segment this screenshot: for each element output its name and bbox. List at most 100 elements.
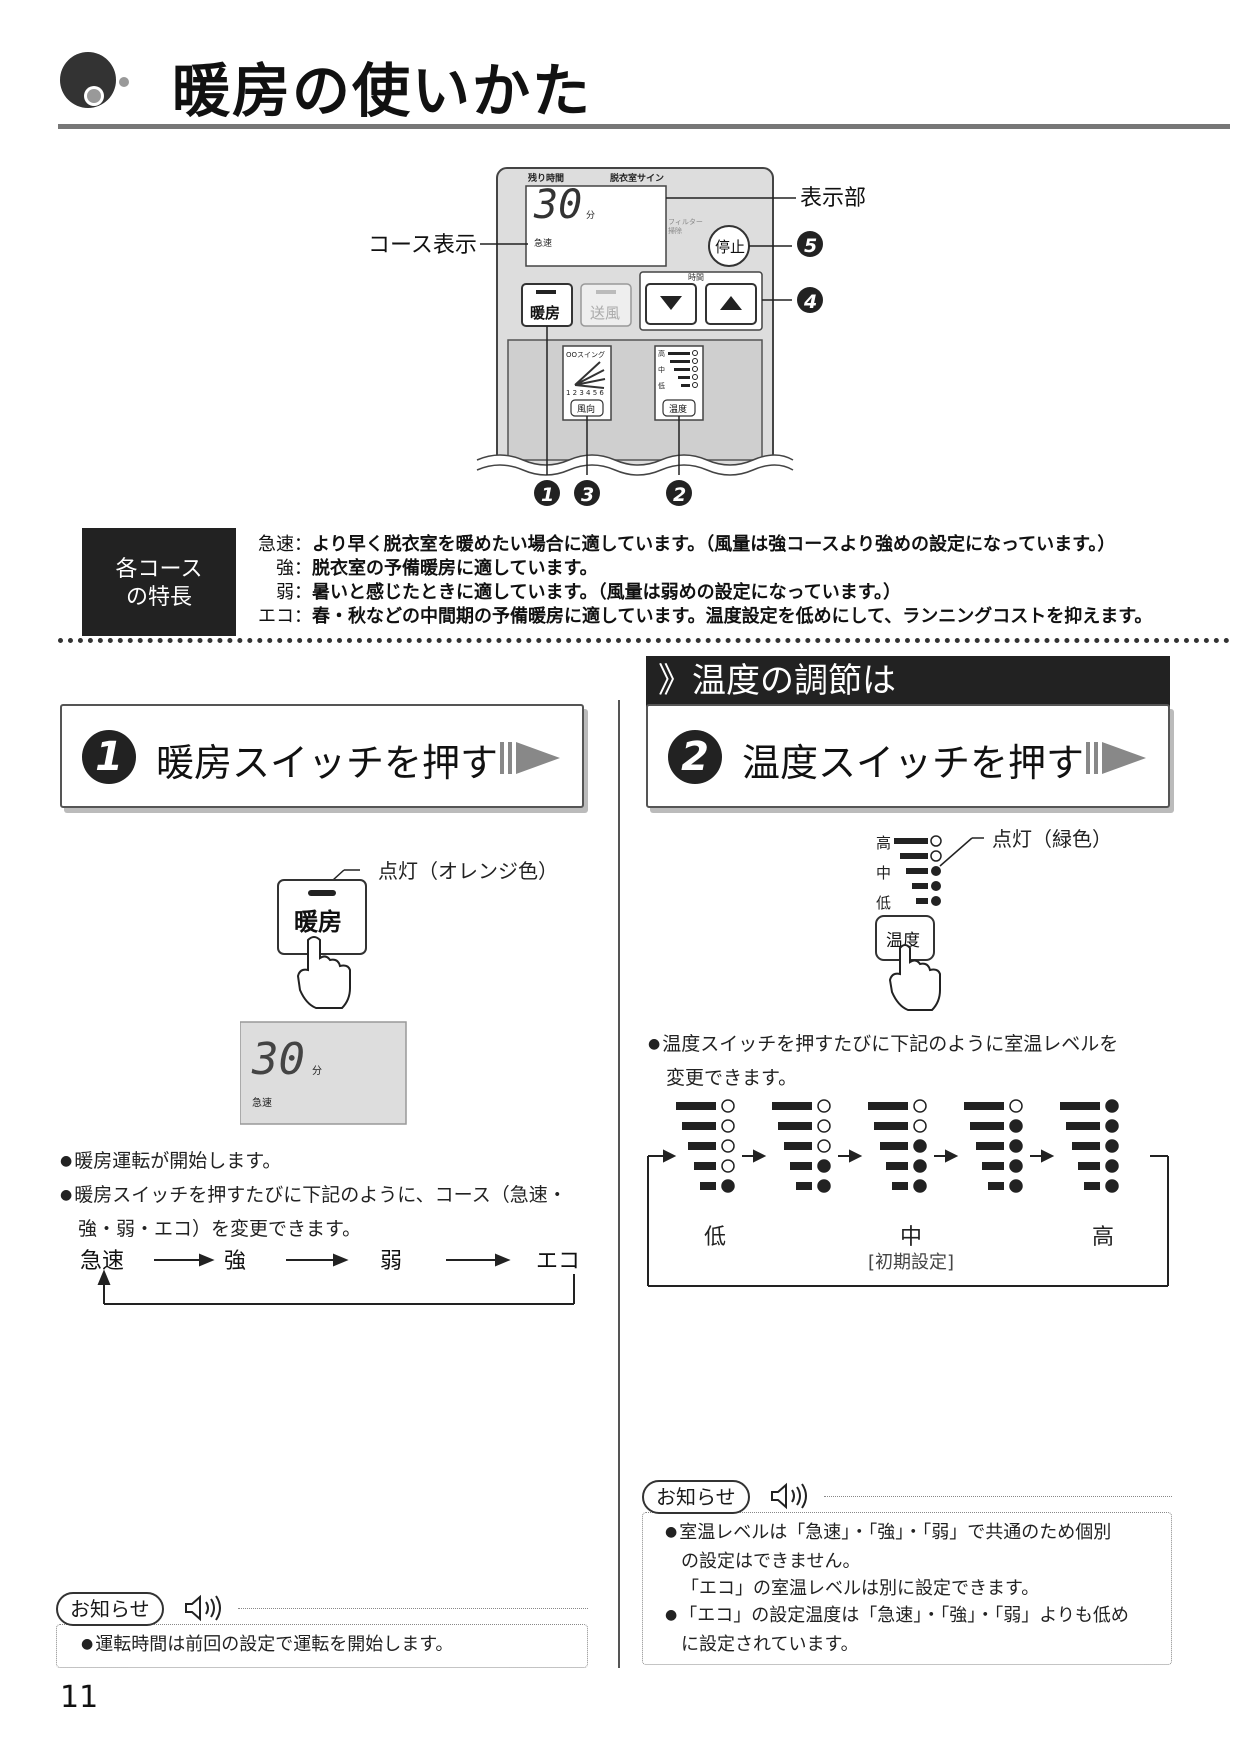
remote-heat-button[interactable]: 暖房 (530, 304, 560, 322)
svg-text:4: 4 (803, 291, 817, 313)
step2-bullet-cont: 変更できます。 (666, 1067, 798, 1089)
down-arrow-icon (660, 296, 682, 310)
level-bar (688, 1142, 716, 1150)
step1-heat-button[interactable]: 暖房 (294, 908, 342, 936)
page-title: 暖房の使いかた (172, 57, 593, 125)
level-lamp-off (721, 1119, 735, 1133)
remote-stop-button[interactable]: 停止 (715, 238, 745, 256)
level-bar (772, 1102, 812, 1110)
level-lamp-off (721, 1159, 735, 1173)
step1-number: 1 (82, 730, 136, 784)
course-line: 急速：より早く脱衣室を暖めたい場合に適しています。（風量は強コースより強めの設定… (258, 534, 1116, 555)
remote-level-high: 高 (658, 349, 665, 358)
info-right-line: 「エコ」の室温レベルは別に設定できます。 (681, 1578, 1040, 1599)
course-line: エコ：春・秋などの中間期の予備暖房に適しています。温度設定を低めにして、ランニン… (258, 606, 1153, 627)
level-bar (1084, 1182, 1100, 1190)
hand-press-icon (888, 944, 941, 1011)
course-descriptions: 急速：より早く脱衣室を暖めたい場合に適しています。（風量は強コースより強めの設定… (252, 533, 1152, 629)
level-bar (682, 1122, 716, 1130)
level-lamp-off (721, 1139, 735, 1153)
step2-temp-button[interactable]: 温度 (886, 931, 920, 951)
level-lamp-on (1105, 1119, 1119, 1133)
step2-number: 2 (668, 730, 722, 784)
course-box-line1: 各コース (115, 557, 203, 582)
level-lamp-on (913, 1159, 927, 1173)
level-bar (964, 1102, 1004, 1110)
level-bar (790, 1162, 812, 1170)
level-bar (676, 1102, 716, 1110)
remote-diagram: 残り時間 脱衣室サイン 30 分 急速 フィルター 掃除 停止 暖房 送風 時間… (368, 167, 866, 520)
level-lamp-off (913, 1099, 927, 1113)
step1-display-course: 急速 (252, 1096, 272, 1109)
level-bar (778, 1122, 812, 1130)
step2-level-mid: 中 (876, 864, 891, 882)
level-bar (700, 1182, 716, 1190)
hand-press-icon (296, 936, 351, 1009)
dotted-divider (58, 638, 1230, 643)
info-right-line: 「エコ」の設定温度は「急速」・「強」・「弱」よりも低め (665, 1602, 1157, 1631)
level-lamp-on (1009, 1139, 1023, 1153)
cycle-item: 急速 (80, 1249, 124, 1274)
callout-display: 表示部 (800, 186, 866, 211)
course-box-line2: の特長 (125, 585, 192, 610)
level-bar (694, 1162, 716, 1170)
next-arrow-icon (1086, 742, 1146, 774)
level-lamp-off (817, 1119, 831, 1133)
remote-sign-label: 脱衣室サイン (610, 172, 664, 184)
remote-temp-button[interactable]: 温度 (669, 403, 687, 415)
info-right-line: 室温レベルは「急速」・「強」・「弱」で共通のため個別 (665, 1519, 1157, 1548)
level-bar (976, 1142, 1004, 1150)
remote-remaining-label: 残り時間 (528, 172, 564, 184)
svg-text:5: 5 (804, 235, 817, 257)
level-bar (886, 1162, 908, 1170)
step2-title: 温度スイッチを押す (742, 741, 1085, 785)
svg-text:2: 2 (673, 484, 686, 506)
info-right-line: に設定されています。 (681, 1634, 859, 1655)
remote-wind-dir-button[interactable]: 風向 (577, 403, 595, 415)
temperature-section-header: 》温度の調節は (646, 656, 1170, 708)
level-lamp-on (1105, 1159, 1119, 1173)
speaker-icon (185, 1594, 221, 1622)
step2-level-low: 低 (876, 894, 891, 912)
info-badge: お知らせ (56, 1592, 164, 1626)
scale-low: 低 (704, 1225, 726, 1250)
remote-fan-button[interactable]: 送風 (590, 304, 620, 322)
step1-display-digits: 30 (251, 1034, 305, 1085)
step2-description: 温度スイッチを押すたびに下記のように室温レベルを 変更できます。 (648, 1028, 1188, 1094)
scale-default: [初期設定] (868, 1252, 954, 1273)
step1-bullet: 暖房スイッチを押すたびに下記のように、コース（急速・ (60, 1179, 600, 1213)
svg-text:1: 1 (541, 484, 554, 506)
remote-display-unit: 分 (586, 210, 595, 221)
level-bar (796, 1182, 812, 1190)
step2-box: 2 温度スイッチを押す (646, 704, 1170, 808)
step1-bullet: 暖房運転が開始します。 (60, 1145, 600, 1179)
remote-time-label: 時間 (688, 273, 704, 282)
step2-level-high: 高 (876, 834, 891, 852)
course-features-box: 各コース の特長 (82, 528, 236, 636)
info-left-text: 運転時間は前回の設定で運転を開始します。 (81, 1631, 571, 1660)
level-lamp-off (817, 1099, 831, 1113)
step1-bullet-cont: 強・弱・エコ）を変更できます。 (78, 1218, 362, 1240)
level-lamp-on (1009, 1159, 1023, 1173)
step2-bullet: 温度スイッチを押すたびに下記のように室温レベルを (648, 1028, 1188, 1062)
level-lamp-on (817, 1179, 831, 1193)
level-bar (868, 1102, 908, 1110)
cycle-item: エコ (536, 1249, 580, 1274)
remote-swing-nums: 1 2 3 4 5 6 (566, 389, 604, 397)
level-bar (1078, 1162, 1100, 1170)
step1-illustration: 点灯（オレンジ色） 暖房 30 分 急速 (240, 859, 558, 1125)
level-bar (880, 1142, 908, 1150)
marker-2: 2 (666, 480, 692, 506)
next-arrow-icon (500, 742, 560, 774)
level-bar (970, 1122, 1004, 1130)
step2-illustration: 高 中 低 点灯（緑色） 温度 (875, 828, 1112, 1011)
level-lamp-on (1009, 1119, 1023, 1133)
remote-filter-label-2: 掃除 (668, 226, 682, 235)
remote-swing-label: OOスイング (566, 350, 605, 359)
svg-text:3: 3 (581, 484, 594, 506)
column-divider (618, 700, 620, 1668)
remote-level-mid: 中 (658, 365, 665, 374)
page-number: 11 (60, 1680, 99, 1715)
step1-box: 1 暖房スイッチを押す (60, 704, 584, 808)
level-bar (988, 1182, 1004, 1190)
